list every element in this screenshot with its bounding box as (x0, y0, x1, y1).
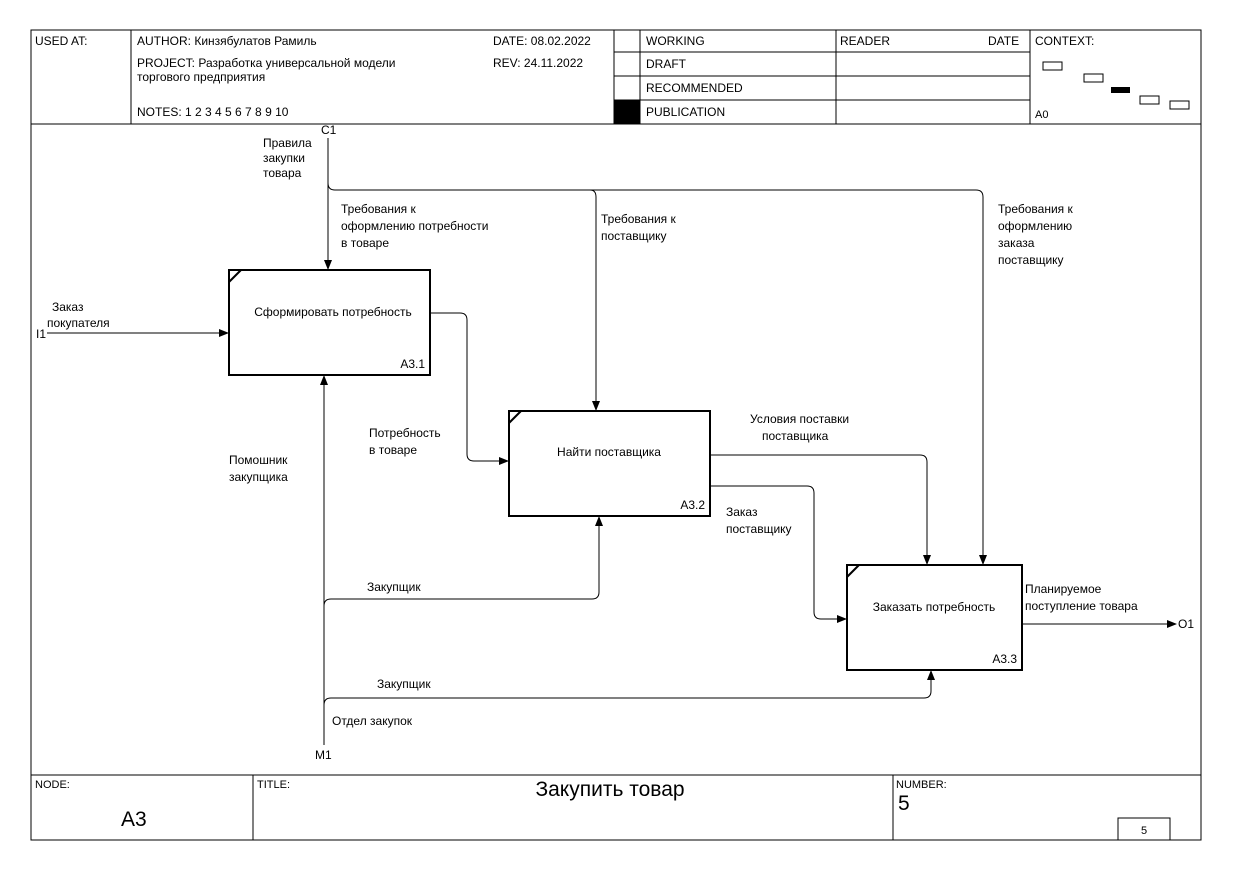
buyer-label-1: Закупщик (367, 580, 421, 594)
activity-box-a3-2[interactable]: Найти поставщика A3.2 (508, 410, 711, 517)
reader-date-label: DATE (988, 34, 1019, 48)
planned-label-1: Планируемое (1025, 582, 1102, 596)
diagram-title: Закупить товар (535, 778, 684, 801)
dept-label: Отдел закупок (332, 714, 413, 728)
assistant-label-1: Помошник (229, 453, 288, 467)
i1-label: I1 (36, 327, 46, 341)
req-order-label-3: заказа (998, 236, 1035, 250)
supplier-order-label-1: Заказ (726, 505, 758, 519)
context-thumbnail (1042, 61, 1190, 110)
supply-terms-label-1: Условия поставки (750, 412, 849, 426)
o1-label: O1 (1178, 617, 1194, 631)
title-label: TITLE: (257, 779, 290, 791)
req-supplier-label-2: поставщику (601, 229, 667, 243)
control-arrows (324, 138, 987, 565)
date-text: DATE: 08.02.2022 (493, 34, 591, 48)
context-node: A0 (1035, 109, 1048, 121)
supply-terms-arrow (710, 454, 931, 565)
activity-label: Сформировать потребность (254, 305, 411, 319)
project-text-2: торгового предприятия (137, 70, 265, 84)
assistant-label-2: закупщика (229, 470, 288, 484)
customer-order-label-1: Заказ (52, 300, 84, 314)
footer-block: NODE: A3 TITLE: Закупить товар NUMBER: 5… (31, 774, 1201, 841)
rules-label-2: закупки (263, 151, 305, 165)
publication-marker (614, 100, 640, 124)
req-order-label-2: оформлению (998, 219, 1072, 233)
activity-id: A3.3 (992, 652, 1017, 666)
mechanism-arrows (320, 375, 935, 745)
activity-id: A3.2 (680, 498, 705, 512)
project-text: PROJECT: Разработка универсальной модели (137, 56, 395, 70)
need-label-1: Потребность (369, 426, 441, 440)
activity-id: A3.1 (400, 357, 425, 371)
page-box (1117, 817, 1171, 841)
supply-terms-label-2: поставщика (762, 429, 829, 443)
notes-text: NOTES: 1 2 3 4 5 6 7 8 9 10 (137, 105, 289, 119)
status-publication: PUBLICATION (646, 105, 725, 119)
activity-label: Заказать потребность (873, 600, 996, 614)
need-label-2: в товаре (369, 443, 417, 457)
status-recommended: RECOMMENDED (646, 81, 743, 95)
m1-label: M1 (315, 748, 332, 762)
req-need-label-3: в товаре (341, 236, 389, 250)
page-number: 5 (1141, 825, 1147, 837)
node-label: NODE: (35, 779, 70, 791)
reader-label: READER (840, 34, 890, 48)
req-supplier-label-1: Требования к (601, 212, 676, 226)
diagram-frame (30, 29, 1202, 841)
number-value: 5 (898, 792, 910, 815)
req-need-label-2: оформлению потребности (341, 219, 488, 233)
c1-label: C1 (321, 123, 337, 137)
status-working: WORKING (646, 34, 705, 48)
status-draft: DRAFT (646, 57, 687, 71)
supplier-order-arrow (710, 485, 847, 623)
need-arrow (430, 312, 509, 465)
node-value: A3 (121, 808, 147, 831)
planned-label-2: поступление товара (1025, 599, 1138, 613)
req-order-label-1: Требования к (998, 202, 1073, 216)
buyer-label-2: Закупщик (377, 677, 431, 691)
rules-label-3: товара (263, 166, 302, 180)
rev-text: REV: 24.11.2022 (493, 56, 583, 70)
number-label: NUMBER: (896, 779, 947, 791)
supplier-order-label-2: поставщику (726, 522, 792, 536)
activity-box-a3-3[interactable]: Заказать потребность A3.3 (846, 564, 1023, 671)
activity-label: Найти поставщика (557, 445, 661, 459)
req-need-label-1: Требования к (341, 202, 416, 216)
author-text: AUTHOR: Кинзябулатов Рамиль (137, 34, 317, 48)
header-block: USED AT: AUTHOR: Кинзябулатов Рамиль DAT… (31, 30, 1201, 125)
rules-label-1: Правила (263, 136, 312, 150)
activity-box-a3-1[interactable]: Сформировать потребность A3.1 (228, 269, 431, 376)
req-order-label-4: поставщику (998, 253, 1064, 267)
used-at-label: USED AT: (35, 34, 87, 48)
arrow-labels: C1 I1 M1 O1 Правила закупки товара Требо… (36, 123, 1194, 762)
context-label: CONTEXT: (1035, 34, 1094, 48)
customer-order-label-2: покупателя (47, 316, 110, 330)
